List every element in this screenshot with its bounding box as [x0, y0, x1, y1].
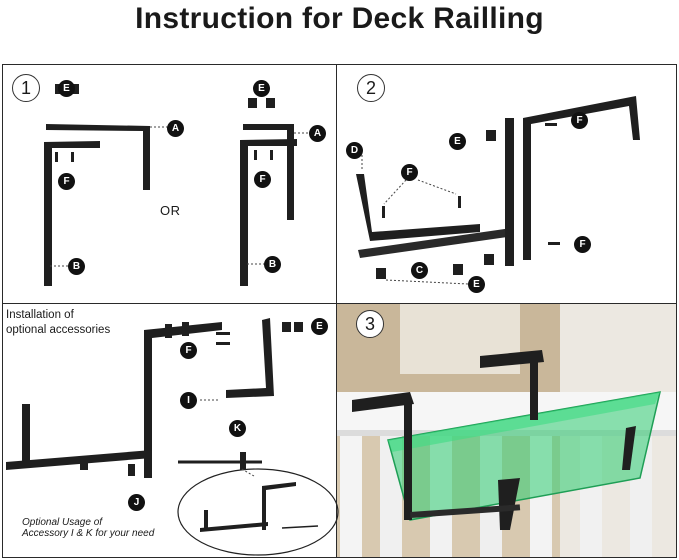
- accessory-upright: [144, 322, 222, 478]
- accessory-j: [128, 464, 135, 476]
- part-label-d: D: [346, 142, 363, 159]
- cap-piece: [282, 322, 291, 332]
- cap-piece: [376, 268, 386, 279]
- cap-piece: [484, 254, 494, 265]
- hook-right: [480, 350, 544, 368]
- cap-piece: [486, 130, 496, 141]
- panel-divider-vertical: [336, 64, 337, 558]
- inset-circle: [177, 468, 339, 556]
- step-number-3: 3: [356, 310, 384, 338]
- part-label-a: A: [167, 120, 184, 137]
- screw: [216, 332, 230, 335]
- screw: [71, 152, 74, 162]
- accessory-base: [6, 450, 152, 470]
- bracket-left: [404, 400, 412, 520]
- screw: [382, 206, 385, 218]
- upright-b: [240, 139, 297, 286]
- part-label-k: K: [229, 420, 246, 437]
- optional-note-line2: Accessory I & K for your need: [22, 528, 155, 539]
- screw: [216, 342, 230, 345]
- panel-4-art: [6, 318, 339, 556]
- cap-piece: [248, 98, 257, 108]
- screw: [548, 242, 560, 245]
- step-number-1: 1: [12, 74, 40, 102]
- panel-divider-horizontal: [2, 303, 677, 304]
- upright-b: [44, 141, 100, 286]
- part-label-f: F: [571, 112, 588, 129]
- accessories-heading-line1: Installation of: [6, 309, 74, 321]
- part-label-f: F: [58, 173, 75, 190]
- upright-long: [505, 118, 514, 266]
- part-label-b: B: [264, 256, 281, 273]
- top-arm-a: [46, 124, 150, 190]
- part-label-f: F: [574, 236, 591, 253]
- panel-2-art: [356, 96, 640, 285]
- part-label-e: E: [449, 133, 466, 150]
- part-label-e: E: [58, 80, 75, 97]
- part-label-f: F: [401, 164, 418, 181]
- bracket-right: [530, 360, 538, 420]
- cap-piece: [453, 264, 463, 275]
- part-label-a: A: [309, 125, 326, 142]
- part-label-e: E: [311, 318, 328, 335]
- part-label-j: J: [128, 494, 145, 511]
- screw: [270, 150, 273, 160]
- page-title: Instruction for Deck Railling: [135, 2, 544, 35]
- screw: [545, 123, 557, 126]
- screw: [458, 196, 461, 208]
- part-label-c: C: [411, 262, 428, 279]
- hook-left: [352, 392, 414, 412]
- top-arm-a: [243, 124, 294, 220]
- planter-box: [387, 391, 661, 521]
- part-label-b: B: [68, 258, 85, 275]
- step-number-2: 2: [357, 74, 385, 102]
- accessory-i: [226, 318, 274, 398]
- cap-piece: [294, 322, 303, 332]
- instruction-grid: [2, 64, 677, 558]
- screw: [254, 150, 257, 160]
- panel-3-photo: [337, 304, 676, 557]
- baluster: [340, 436, 362, 557]
- base-c: [358, 228, 514, 258]
- bracket-d: [356, 174, 480, 241]
- part-label-e: E: [253, 80, 270, 97]
- accessories-heading-line2: optional accessories: [6, 324, 111, 336]
- screw: [55, 152, 58, 162]
- optional-note-line1: Optional Usage of: [22, 517, 103, 528]
- part-label-e: E: [468, 276, 485, 293]
- cap-piece: [266, 98, 275, 108]
- or-separator: OR: [160, 203, 181, 218]
- part-label-f: F: [254, 171, 271, 188]
- part-label-f: F: [180, 342, 197, 359]
- part-label-i: I: [180, 392, 197, 409]
